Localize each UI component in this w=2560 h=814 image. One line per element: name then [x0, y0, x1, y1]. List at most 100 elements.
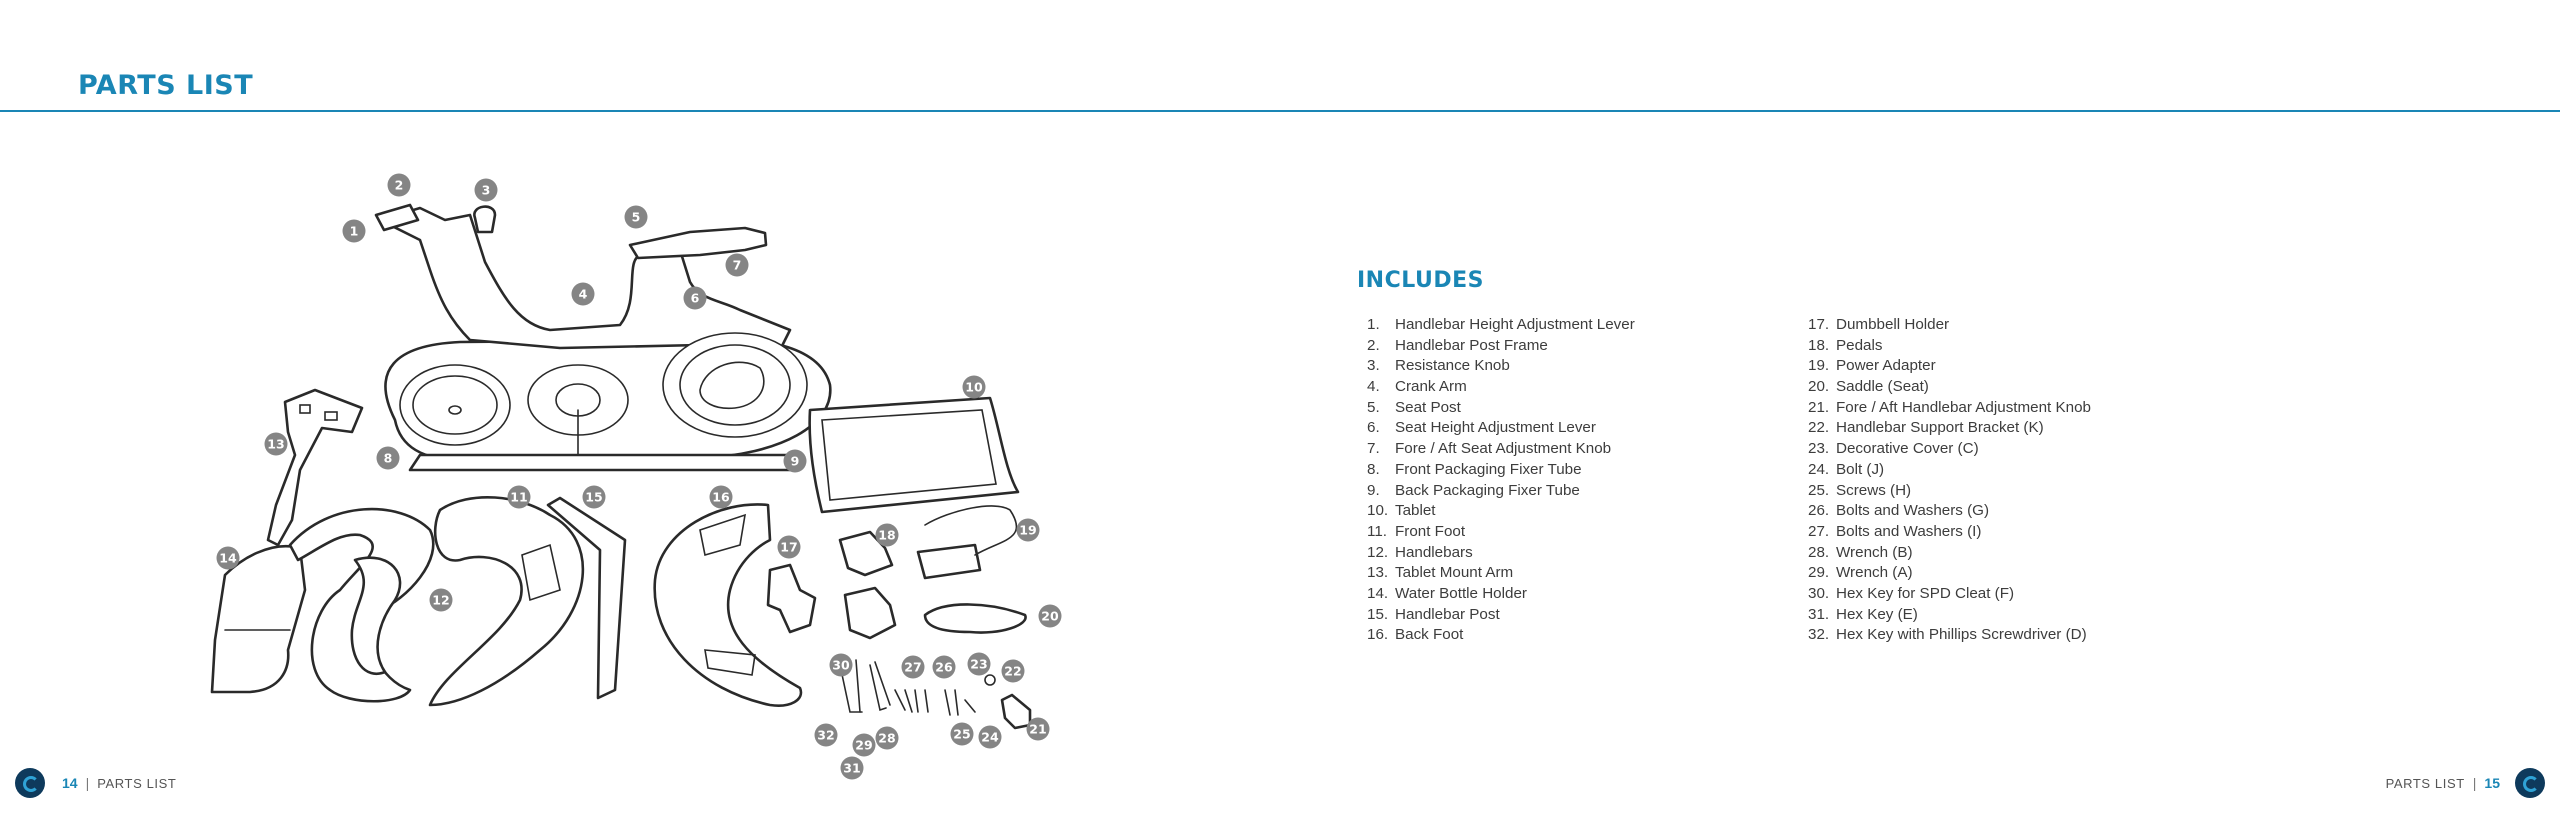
- callout-21: 21: [1026, 717, 1050, 741]
- part-number: 7.: [1367, 440, 1380, 458]
- part-label: Front Foot: [1395, 522, 1466, 540]
- part-number: 30.: [1808, 584, 1830, 602]
- header-divider: [0, 110, 2560, 112]
- part-label: Back Packaging Fixer Tube: [1395, 481, 1580, 499]
- part-label: Water Bottle Holder: [1395, 584, 1527, 602]
- parts-list-item: 23.Decorative Cover (C): [1808, 439, 2091, 460]
- part-label: Hex Key (E): [1836, 605, 1918, 623]
- water-bottle-holder-illustration: [210, 544, 307, 694]
- svg-text:16: 16: [712, 490, 730, 505]
- parts-list-item: 27.Bolts and Washers (I): [1808, 522, 2091, 543]
- parts-list-item: 28. Wrench (B): [1808, 543, 2091, 564]
- callout-10: 10: [962, 375, 986, 399]
- callout-23: 23: [967, 652, 991, 676]
- svg-text:4: 4: [579, 287, 588, 302]
- callout-31: 31: [840, 756, 864, 780]
- part-number: 10.: [1367, 502, 1389, 520]
- brand-logo-icon: [15, 768, 45, 798]
- part-number: 14.: [1367, 584, 1389, 602]
- svg-text:8: 8: [384, 451, 393, 466]
- part-label: Handlebar Post: [1395, 605, 1500, 623]
- part-number: 6.: [1367, 419, 1380, 437]
- part-label: Seat Post: [1395, 398, 1461, 416]
- part-number: 18.: [1808, 336, 1830, 354]
- page-number-right: 15: [2484, 775, 2500, 791]
- footer-section-label: PARTS LIST: [97, 775, 177, 791]
- parts-list-item: 13.Tablet Mount Arm: [1367, 563, 1635, 584]
- part-label: Bolt (J): [1836, 460, 1885, 478]
- part-label: Wrench (B): [1836, 543, 1913, 561]
- svg-text:13: 13: [267, 437, 284, 452]
- part-number: 24.: [1808, 460, 1830, 478]
- svg-text:21: 21: [1029, 722, 1046, 737]
- svg-text:9: 9: [791, 454, 800, 469]
- callout-24: 24: [978, 725, 1002, 749]
- page-number-left: 14: [62, 775, 78, 791]
- parts-list-item: 7.Fore / Aft Seat Adjustment Knob: [1367, 439, 1635, 460]
- parts-list-item: 12.Handlebars: [1367, 543, 1635, 564]
- parts-list-item: 15. Handlebar Post: [1367, 605, 1635, 626]
- svg-text:23: 23: [970, 657, 987, 672]
- callout-29: 29: [852, 733, 876, 757]
- callout-30: 30: [829, 653, 853, 677]
- bike-frame-illustration: [374, 203, 832, 472]
- parts-list-item: 4.Crank Arm: [1367, 377, 1635, 398]
- part-number: 31.: [1808, 605, 1830, 623]
- parts-list-item: 24. Bolt (J): [1808, 460, 2091, 481]
- callout-6: 6: [683, 286, 707, 310]
- svg-text:22: 22: [1004, 664, 1021, 679]
- footer-separator: |: [2472, 775, 2477, 791]
- svg-text:18: 18: [878, 528, 895, 543]
- parts-list-item: 21.Fore / Aft Handlebar Adjustment Knob: [1808, 398, 2091, 419]
- svg-text:28: 28: [878, 731, 895, 746]
- part-label: Pedals: [1836, 336, 1883, 354]
- footer-left: 14 | PARTS LIST: [15, 768, 176, 798]
- part-number: 11.: [1367, 522, 1387, 540]
- part-label: Hex Key with Phillips Screwdriver (D): [1836, 626, 2087, 644]
- parts-list-item: 29. Wrench (A): [1808, 563, 2091, 584]
- parts-list-item: 17.Dumbbell Holder: [1808, 315, 2091, 336]
- parts-list-item: 2.Handlebar Post Frame: [1367, 336, 1635, 357]
- part-number: 22.: [1808, 419, 1830, 437]
- part-label: Saddle (Seat): [1836, 378, 1929, 396]
- parts-list-item: 22. Handlebar Support Bracket (K): [1808, 418, 2091, 439]
- svg-text:7: 7: [733, 258, 742, 273]
- part-label: Tablet Mount Arm: [1395, 564, 1514, 582]
- handlebar-post-illustration: [546, 496, 627, 700]
- callout-17: 17: [777, 535, 801, 559]
- parts-list-item: 20. Saddle (Seat): [1808, 377, 2091, 398]
- svg-text:26: 26: [935, 660, 953, 675]
- part-number: 5.: [1367, 398, 1380, 416]
- part-label: Crank Arm: [1395, 378, 1467, 396]
- footer-right: PARTS LIST | 15: [2386, 768, 2545, 798]
- svg-text:17: 17: [780, 540, 797, 555]
- svg-text:5: 5: [632, 210, 641, 225]
- footer-separator: |: [85, 775, 90, 791]
- part-number: 16.: [1367, 626, 1389, 644]
- part-number: 28.: [1808, 543, 1830, 561]
- parts-list-item: 25.Screws (H): [1808, 481, 2091, 502]
- callout-26: 26: [932, 655, 956, 679]
- callout-5: 5: [624, 205, 648, 229]
- callout-2: 2: [387, 173, 411, 197]
- part-number: 29.: [1808, 564, 1830, 582]
- part-number: 21.: [1808, 398, 1830, 416]
- callout-22: 22: [1001, 659, 1025, 683]
- part-number: 15.: [1367, 605, 1389, 623]
- part-number: 20.: [1808, 378, 1830, 396]
- part-number: 9.: [1367, 481, 1380, 499]
- callout-badges: 1 2 3 4 5 6 7 8 9 10 11 12 13 14 15 16 1…: [216, 173, 1062, 780]
- brand-logo-icon: [2515, 768, 2545, 798]
- part-number: 25.: [1808, 481, 1830, 499]
- svg-text:20: 20: [1041, 609, 1059, 624]
- footer-section-label: PARTS LIST: [2385, 775, 2465, 791]
- callout-25: 25: [950, 722, 974, 746]
- part-label: Back Foot: [1395, 626, 1464, 644]
- svg-text:31: 31: [843, 761, 860, 776]
- callout-8: 8: [376, 446, 400, 470]
- part-number: 17.: [1808, 316, 1830, 333]
- svg-text:29: 29: [855, 738, 872, 753]
- part-label: Handlebar Support Bracket (K): [1836, 419, 2044, 437]
- part-label: Wrench (A): [1836, 564, 1913, 582]
